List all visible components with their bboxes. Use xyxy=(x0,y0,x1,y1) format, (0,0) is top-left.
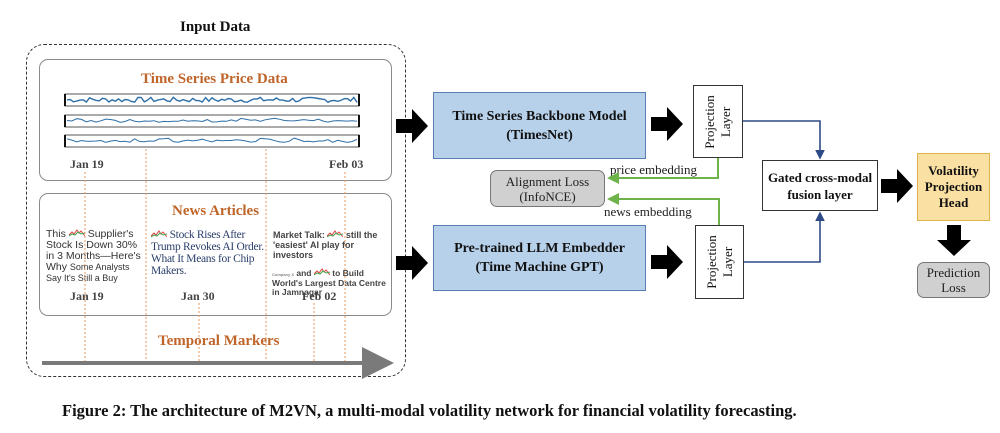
news-article-3-second: Company X and to Build World's Largest D… xyxy=(272,268,394,297)
article-1-subline: Some Analysts Say It's Still a Buy xyxy=(46,262,130,283)
price-embedding-label: price embedding xyxy=(610,162,697,177)
sparkline-icon xyxy=(313,268,331,276)
arrow-ts-to-proj xyxy=(651,107,683,141)
article-3-meta: ·························· xyxy=(275,259,301,263)
proj-label-line2: Layer xyxy=(718,106,733,137)
news-panel xyxy=(39,193,392,316)
news-to-fusion-arrow xyxy=(744,211,825,263)
alignment-loss-line2: (InfoNCE) xyxy=(519,188,576,204)
news-article-1: This Supplier's Stock Is Down 30% in 3 M… xyxy=(46,229,142,284)
pred-loss-line1: Prediction xyxy=(926,265,981,280)
fusion-line2: fusion layer xyxy=(787,186,853,202)
sparkline-icon xyxy=(150,229,168,238)
article-2-meta: ········································… xyxy=(152,266,197,270)
price-to-fusion-arrow xyxy=(743,120,825,160)
figure-caption: Figure 2: The architecture of M2VN, a mu… xyxy=(62,401,797,420)
news-date-1: Jan 19 xyxy=(70,289,104,303)
pred-loss-line2: Loss xyxy=(941,280,966,295)
article-1-prefix: This xyxy=(46,228,66,240)
news-article-2: Stock Rises After Trump Revokes AI Order… xyxy=(150,229,264,277)
input-data-title: Input Data xyxy=(180,19,251,35)
arrow-llm-to-proj xyxy=(651,245,683,279)
article-1-headline: Supplier's Stock Is Down 30% in 3 Months… xyxy=(46,228,141,273)
llm-embedder-box: Pre-trained LLM Embedder (Time Machine GP… xyxy=(433,225,646,291)
news-date-3: Feb 02 xyxy=(302,289,337,303)
llm-model-sub: (Time Machine GPT) xyxy=(475,260,604,275)
news-article-3: Market Talk: still the 'easiest' AI play… xyxy=(273,230,391,260)
llm-model-name: Pre-trained LLM Embedder xyxy=(454,241,625,256)
alignment-loss-box: Alignment Loss(InfoNCE) xyxy=(490,170,605,207)
sparkline-icon xyxy=(327,230,344,238)
alignment-loss-line1: Alignment Loss xyxy=(505,173,590,189)
news-date-2: Jan 30 xyxy=(181,289,215,303)
news-title: News Articles xyxy=(172,203,260,219)
news-embedding-label: news embedding xyxy=(604,204,692,219)
time-series-title: Time Series Price Data xyxy=(141,71,288,87)
proj-label-line2: Layer xyxy=(719,246,735,278)
proj-label-line1: Projection xyxy=(702,94,717,149)
arrow-head-to-loss xyxy=(937,225,971,256)
ts-model-name: Time Series Backbone Model xyxy=(452,108,627,124)
article-3-headline: still the 'easiest' AI play for investor… xyxy=(273,230,378,260)
input-data-container xyxy=(26,44,406,377)
fusion-line1: Gated cross-modal xyxy=(767,169,873,185)
time-series-backbone-box: Time Series Backbone Model (TimesNet) xyxy=(433,92,646,159)
temporal-markers-label: Temporal Markers xyxy=(158,333,280,349)
proj-label-line1: Projection xyxy=(703,235,719,289)
vol-line3: Head xyxy=(938,195,969,210)
sparkline-icon xyxy=(68,229,86,237)
ts-start-date: Jan 19 xyxy=(70,157,104,171)
arrow-fusion-to-head xyxy=(881,169,913,203)
ts-end-date: Feb 03 xyxy=(329,157,364,171)
article-3-prefix: Market Talk: xyxy=(273,230,325,240)
article-3-subline: to Build World's Largest Data Centre in … xyxy=(272,268,386,297)
article-1-meta: ····························· xyxy=(48,279,77,283)
article-2-headline: Stock Rises After Trump Revokes AI Order… xyxy=(151,229,264,277)
vol-line1: Volatility xyxy=(928,163,979,178)
vol-line2: Projection xyxy=(924,179,983,194)
company-placeholder: Company X xyxy=(272,272,295,277)
ts-model-sub: (TimesNet) xyxy=(506,127,573,143)
article-3-subline-prefix: and xyxy=(296,268,312,278)
